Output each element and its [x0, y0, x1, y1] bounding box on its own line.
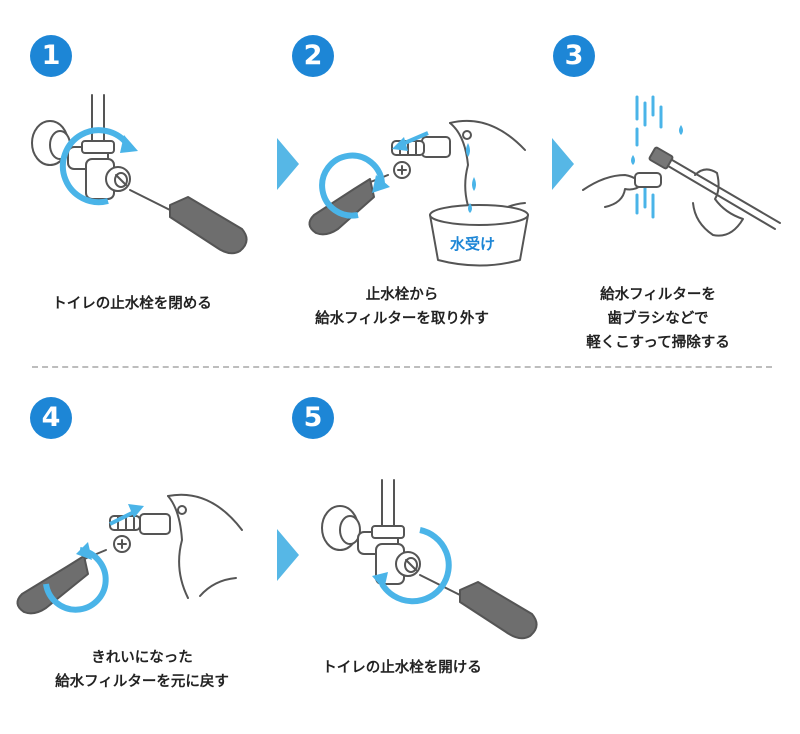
step-4-badge: 4 [30, 397, 72, 439]
step-2-badge: 2 [292, 35, 334, 77]
next-step-arrow-4-5 [277, 529, 299, 581]
step-1-caption: トイレの止水栓を閉める [2, 292, 262, 316]
step-3-illustration [582, 95, 781, 237]
step-2-caption: 止水栓から 給水フィルターを取り外す [272, 283, 532, 331]
step-3-caption-line: 軽くこすって掃除する [586, 335, 730, 351]
step-4-caption-line: きれいになった [91, 650, 193, 666]
next-step-arrow-1-2 [277, 138, 299, 190]
step-3-badge: 3 [553, 35, 595, 77]
step-3-caption-line: 歯ブラシなどで [607, 311, 709, 327]
step-5-caption: トイレの止水栓を開ける [272, 656, 532, 680]
step-5-illustration [321, 479, 538, 640]
step-5-caption-line: トイレの止水栓を開ける [322, 660, 482, 676]
step-2-caption-line: 止水栓から [365, 287, 439, 303]
step-4-illustration [16, 493, 243, 615]
step-1-caption-line: トイレの止水栓を閉める [52, 296, 212, 312]
step-5-badge: 5 [292, 397, 334, 439]
step-3-caption: 給水フィルターを 歯ブラシなどで 軽くこすって掃除する [528, 283, 788, 355]
step-3-caption-line: 給水フィルターを [600, 287, 716, 303]
step-2-caption-line: 給水フィルターを取り外す [315, 311, 489, 327]
water-tub-label: 水受け [450, 235, 495, 253]
next-step-arrow-2-3 [552, 138, 574, 190]
section-divider [32, 366, 772, 368]
step-2-illustration: 水受け [308, 119, 529, 267]
step-1-badge: 1 [30, 35, 72, 77]
step-4-caption-line: 給水フィルターを元に戻す [55, 674, 229, 690]
step-4-caption: きれいになった 給水フィルターを元に戻す [12, 646, 272, 694]
step-1-illustration [31, 94, 248, 255]
